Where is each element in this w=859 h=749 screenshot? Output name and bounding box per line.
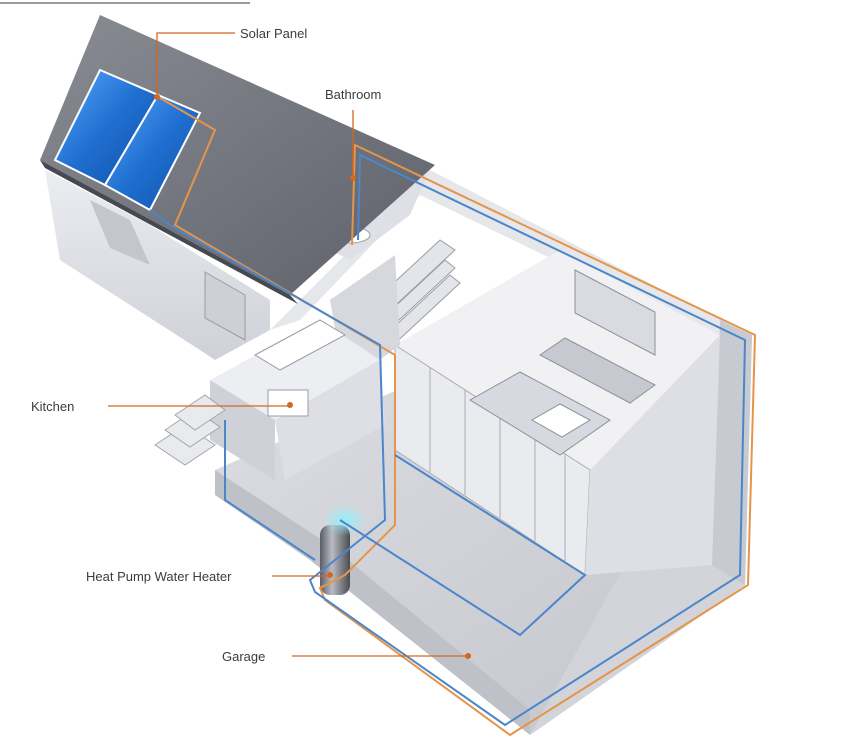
- cold-water-pipe: [149, 153, 747, 727]
- heat-pump-glow: [323, 504, 367, 536]
- label-garage: Garage: [222, 649, 265, 664]
- garage-front-wall: [215, 470, 530, 735]
- callout-heat-pump: Heat Pump Water Heater: [86, 569, 333, 584]
- label-kitchen: Kitchen: [31, 399, 74, 414]
- kitchen-front-wall: [210, 380, 275, 480]
- label-heat-pump: Heat Pump Water Heater: [86, 569, 232, 584]
- living-room-window: [574, 269, 656, 356]
- window-mullions: [429, 368, 566, 561]
- entry-stairs: [154, 394, 226, 466]
- kitchen-pipe: [224, 420, 316, 561]
- sofa: [539, 337, 656, 404]
- callout-garage: Garage: [222, 649, 471, 664]
- callout-kitchen: Kitchen: [31, 399, 293, 414]
- label-solar-panel: Solar Panel: [240, 26, 307, 41]
- kitchen-side-wall: [275, 360, 385, 480]
- callout-bathroom: Bathroom: [325, 87, 381, 181]
- living-pipe: [339, 454, 587, 637]
- callout-solar-panel: Solar Panel: [154, 26, 307, 100]
- coffee-table: [530, 403, 592, 438]
- living-room-rug: [469, 371, 611, 456]
- annex-door: [204, 271, 246, 341]
- annex-opening: [90, 200, 150, 265]
- label-bathroom: Bathroom: [325, 87, 381, 102]
- roof: [40, 15, 435, 295]
- kitchen-floor: [210, 320, 380, 420]
- living-room-right-wall: [585, 335, 720, 575]
- hot-water-pipe: [159, 97, 757, 737]
- roof-edge: [40, 160, 298, 304]
